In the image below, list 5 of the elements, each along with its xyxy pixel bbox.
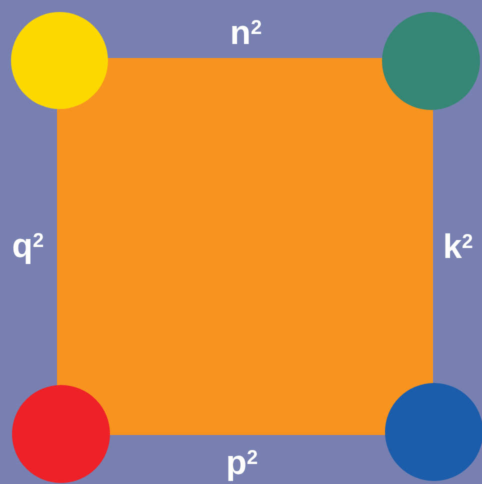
side-label: q$^{2}$	[12, 229, 44, 263]
square	[57, 58, 433, 435]
side-label: k$^{2}$	[443, 230, 474, 264]
side-label: n$^{2}$	[230, 16, 262, 50]
side-label: p$^{2}$	[226, 446, 258, 480]
